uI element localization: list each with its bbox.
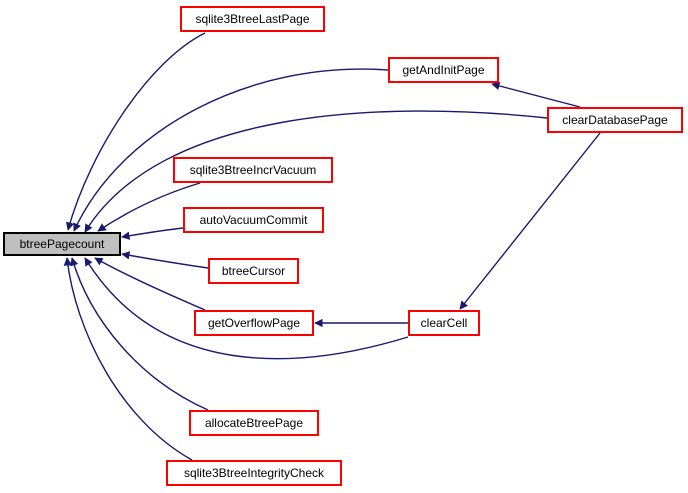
node-btreeCursor[interactable]: btreeCursor — [208, 258, 299, 284]
edge-autoVacuumCommit-to-btreePagecount — [121, 227, 184, 240]
node-getAndInitPage[interactable]: getAndInitPage — [388, 57, 499, 83]
node-label: btreeCursor — [221, 264, 286, 278]
node-sqlite3BtreeIncrVacuum[interactable]: sqlite3BtreeIncrVacuum — [173, 157, 333, 183]
edge-btreeCursor-to-btreePagecount — [121, 251, 209, 269]
node-sqlite3BtreeLastPage[interactable]: sqlite3BtreeLastPage — [180, 6, 325, 32]
node-label: sqlite3BtreeIntegrityCheck — [183, 466, 325, 480]
node-label: sqlite3BtreeIncrVacuum — [189, 163, 317, 177]
node-label: sqlite3BtreeLastPage — [195, 12, 310, 26]
node-clearDatabasePage[interactable]: clearDatabasePage — [547, 107, 683, 133]
edge-getAndInitPage-to-btreePagecount — [73, 68, 389, 232]
node-getOverflowPage[interactable]: getOverflowPage — [194, 310, 314, 336]
edge-sqlite3BtreeLastPage-to-btreePagecount — [65, 32, 206, 231]
edge-clearDatabasePage-to-getAndInitPage — [491, 81, 581, 108]
node-allocateBtreePage[interactable]: allocateBtreePage — [189, 410, 319, 436]
node-autoVacuumCommit[interactable]: autoVacuumCommit — [183, 207, 324, 233]
edge-clearDatabasePage-to-btreePagecount — [84, 110, 548, 233]
edge-sqlite3BtreeIncrVacuum-to-btreePagecount — [97, 182, 201, 232]
node-label: btreePagecount — [19, 237, 105, 251]
node-label: getOverflowPage — [207, 316, 301, 330]
edge-clearDatabasePage-to-clearCell — [459, 132, 601, 310]
node-label: getAndInitPage — [402, 63, 485, 77]
edge-getOverflowPage-to-btreePagecount — [94, 257, 206, 311]
node-sqlite3BtreeIntegrityCheck[interactable]: sqlite3BtreeIntegrityCheck — [166, 460, 342, 486]
node-btreePagecount: btreePagecount — [3, 232, 121, 256]
node-label: clearDatabasePage — [562, 113, 668, 127]
node-clearCell[interactable]: clearCell — [408, 310, 480, 336]
node-label: allocateBtreePage — [204, 416, 304, 430]
node-label: clearCell — [420, 316, 468, 330]
edge-sqlite3BtreeIntegrityCheck-to-btreePagecount — [63, 257, 193, 461]
edge-allocateBtreePage-to-btreePagecount — [70, 257, 209, 411]
node-label: autoVacuumCommit — [199, 213, 308, 227]
edge-clearCell-to-btreePagecount — [84, 257, 409, 360]
